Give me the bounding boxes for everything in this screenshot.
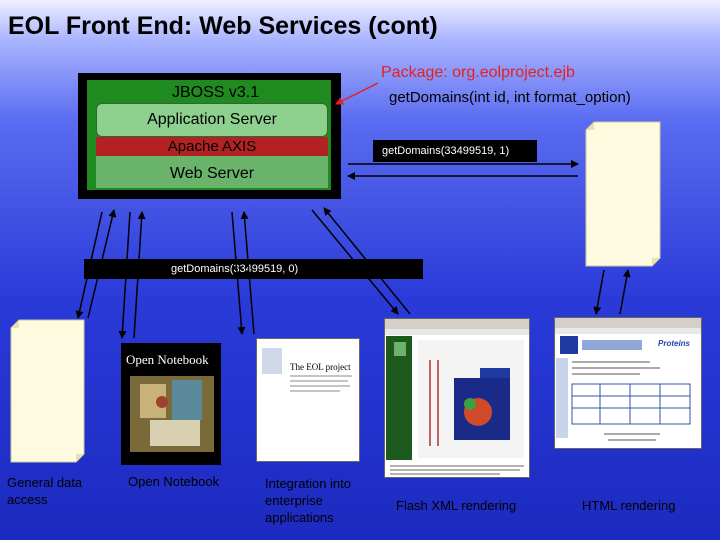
package-arrow — [335, 82, 379, 105]
open-notebook-label: Open Notebook — [128, 474, 220, 489]
method-signature: getDomains(int id, int format_option) — [389, 89, 631, 106]
html-rendering-label: HTML rendering — [582, 498, 676, 513]
eol-document-text-lines — [262, 348, 352, 392]
open-notebook-artwork — [130, 376, 214, 452]
enterprise-integration-label: Integration into enterprise applications — [265, 476, 352, 525]
open-notebook-header: Open Notebook — [126, 352, 209, 367]
slide-title: EOL Front End: Web Services (cont) — [8, 12, 438, 40]
client-connection-arrows — [75, 207, 631, 339]
eol-document-title: The EOL project — [290, 362, 351, 372]
flash-xml-rendering-label: Flash XML rendering — [396, 498, 517, 513]
html-rendering-content — [555, 318, 701, 441]
html-thumbnail-logo: Proteins — [658, 339, 691, 348]
package-label: Package: org.eolproject.ejb — [381, 64, 575, 81]
scroll-doc-right — [585, 121, 661, 267]
jboss-label: JBOSS v3.1 — [172, 84, 260, 101]
scroll-doc-left — [10, 319, 85, 463]
call-format1-box: getDomains(33499519, 1) — [373, 140, 537, 162]
call-format0-box: getDomains(33499519, 0) — [84, 259, 423, 279]
flash-rendering-content — [385, 319, 529, 475]
web-server-layer: Web Server — [96, 156, 328, 188]
apache-axis-layer: Apache AXIS — [96, 137, 328, 156]
application-server-layer: Application Server — [96, 103, 328, 137]
html-rendering-thumbnail — [554, 317, 702, 449]
general-data-access-label: General data access — [7, 475, 83, 507]
